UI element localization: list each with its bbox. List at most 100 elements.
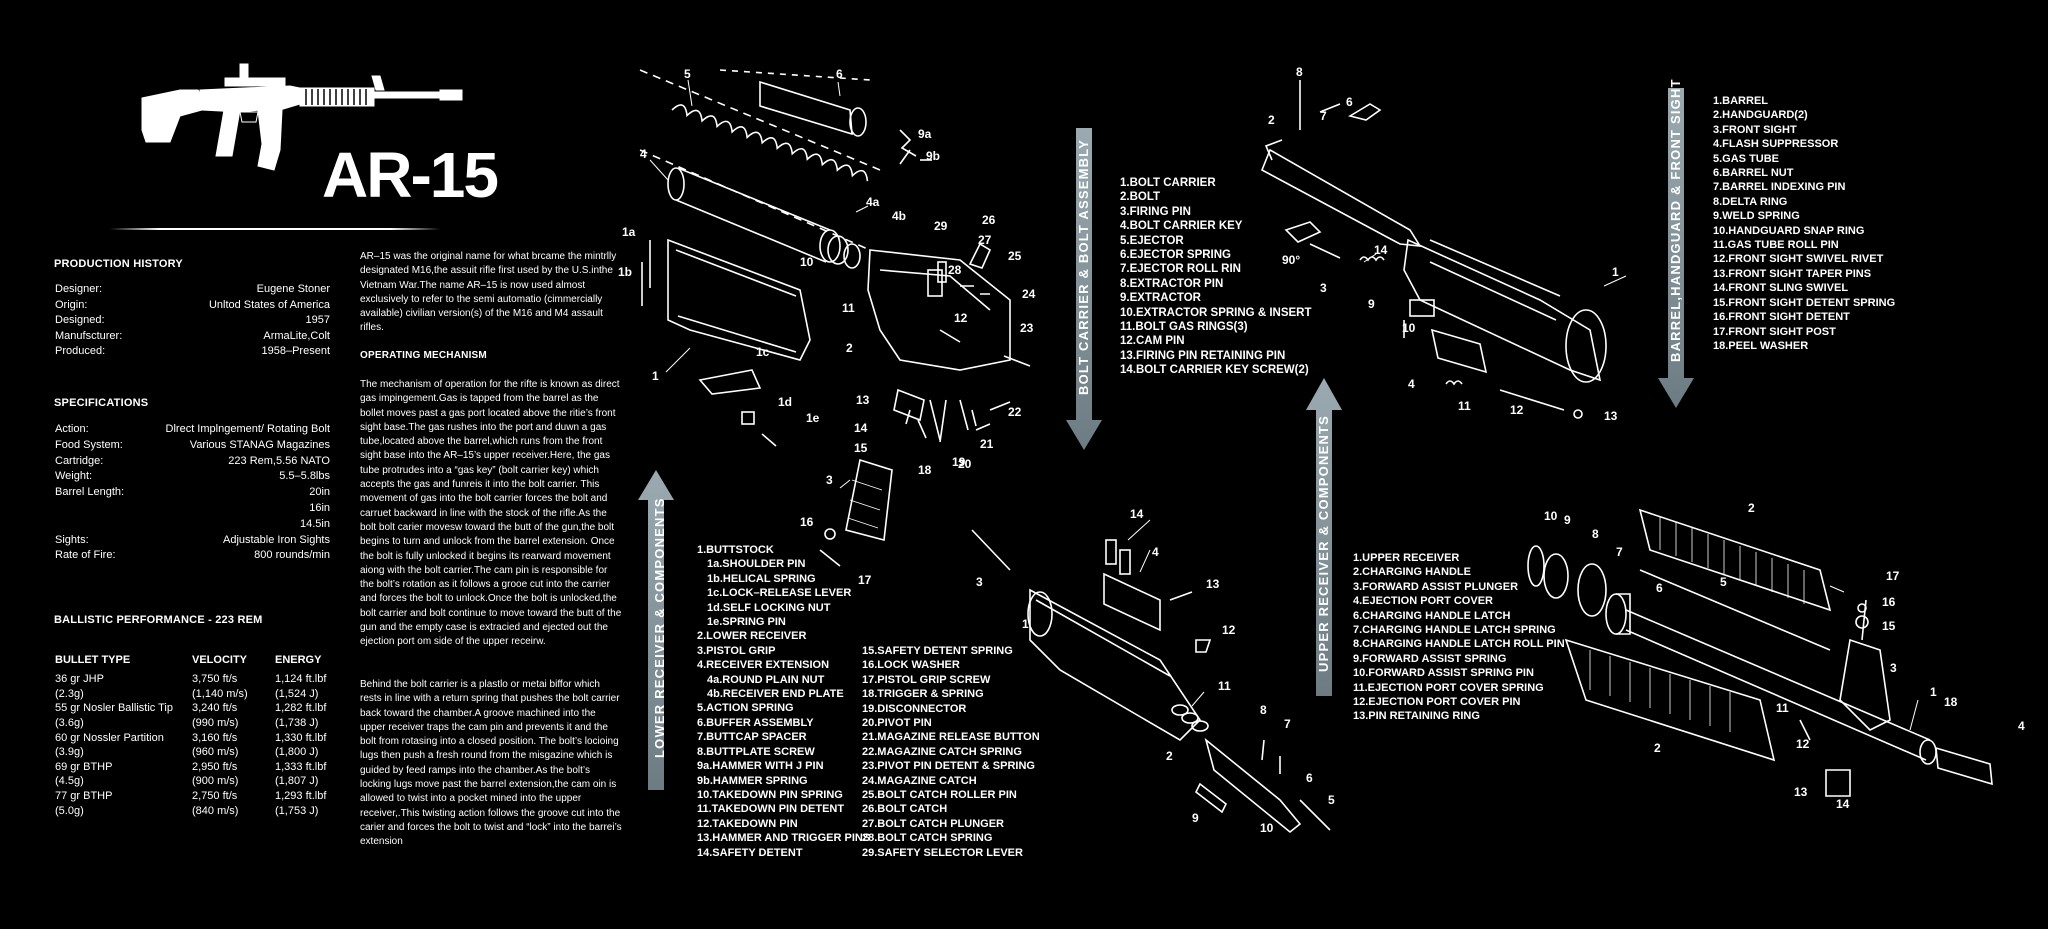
table-cell: 77 gr BTHP — [55, 790, 113, 803]
list-item: 3.FIRING PIN — [1120, 205, 1191, 218]
callout-number: 2 — [1268, 113, 1275, 127]
table-cell: 1,124 ft.lbf — [275, 673, 327, 686]
table-row: (5.0g)(840 m/s)(1,753 J) — [55, 803, 355, 818]
table-row: (3.6g) (990 m/s) (1,738 J) — [55, 716, 355, 731]
table-cell: (4.5g) — [55, 775, 84, 788]
spec-value: 5.5–5.8lbs — [279, 470, 330, 483]
table-cell: 1,293 ft.lbf — [275, 790, 327, 803]
callout-number: 12 — [1222, 623, 1236, 637]
callout-number: 14 — [854, 421, 868, 435]
list-item: 6.BARREL NUT — [1713, 167, 1794, 180]
table-cell: 1,282 ft.lbf — [275, 702, 327, 715]
table-cell: (900 m/s) — [192, 775, 239, 788]
list-item: 1.BUTTSTOCK — [697, 544, 774, 556]
callout-number: 2 — [1654, 741, 1661, 755]
callout-number: 13 — [1604, 409, 1618, 423]
list-item: 11.EJECTION PORT COVER SPRING — [1353, 681, 1544, 694]
list-item: 26.BOLT CATCH — [862, 803, 948, 816]
list-item: 14.SAFETY DETENT — [697, 846, 803, 859]
spec-value: Unltod States of America — [208, 298, 330, 311]
spec-key: Action: — [55, 423, 89, 435]
callout-number: 1 — [652, 369, 659, 383]
list-item: 17.FRONT SIGHT POST — [1713, 325, 1836, 338]
col-velocity: VELOCITY — [192, 654, 248, 666]
table-cell: (1,524 J) — [275, 687, 319, 700]
table-cell: (1,738 J) — [275, 717, 319, 730]
list-item: 4.BOLT CARRIER KEY — [1120, 220, 1243, 233]
callout-number: 3 — [826, 473, 833, 487]
list-item: 28.BOLT CATCH SPRING — [862, 832, 993, 845]
list-item: 9b.HAMMER SPRING — [697, 774, 808, 787]
list-item: 21.MAGAZINE RELEASE BUTTON — [862, 731, 1040, 744]
table-cell: 60 gr Nossler Partition — [55, 731, 164, 744]
list-item: 25.BOLT CATCH ROLLER PIN — [862, 789, 1017, 802]
spec-value: 223 Rem,5.56 NATO — [228, 454, 330, 467]
spec-value: Eugene Stoner — [256, 283, 330, 295]
list-item: 4.EJECTION PORT COVER — [1353, 595, 1493, 608]
callout-number: 14 — [1836, 797, 1850, 811]
col-energy: ENERGY — [275, 654, 322, 666]
callout-number: 14 — [1374, 243, 1388, 257]
spec-key: Rate of Fire: — [55, 549, 116, 562]
list-item: 6.BUFFER ASSEMBLY — [697, 716, 814, 729]
table-cell: (1,807 J) — [275, 775, 319, 788]
callout-number: 11 — [1776, 701, 1789, 715]
callout-number: 1 — [1022, 617, 1029, 631]
callout-number: 17 — [858, 573, 872, 587]
banner-upper-receiver: UPPER RECEIVER & COMPONENTS — [1316, 414, 1331, 672]
list-item: 20.PIVOT PIN — [862, 717, 932, 730]
callout-number: 5 — [1720, 575, 1727, 589]
callout-number: 1 — [1930, 685, 1937, 699]
list-item: 1.UPPER RECEIVER — [1353, 552, 1460, 564]
list-item: 10.FORWARD ASSIST SPRING PIN — [1353, 667, 1534, 680]
list-item: 24.MAGAZINE CATCH — [862, 774, 977, 787]
list-item: 11.TAKEDOWN PIN DETENT — [697, 803, 845, 816]
list-item: 16.LOCK WASHER — [862, 659, 960, 672]
spec-value: Various STANAG Magazines — [189, 438, 330, 451]
callout-number: 3 — [1890, 661, 1897, 675]
list-item: 14.BOLT CARRIER KEY SCREW(2) — [1120, 364, 1309, 377]
list-item: 18.PEEL WASHER — [1713, 339, 1809, 352]
callout-number: 24 — [1022, 287, 1036, 301]
list-item: 13.FRONT SIGHT TAPER PINS — [1713, 267, 1872, 280]
callout-number: 12 — [1510, 403, 1524, 417]
spec-key: Sights: — [55, 533, 89, 546]
intro-paragraph: AR–15 was the original name for what brc… — [360, 251, 617, 334]
table-cell: (1,800 J) — [275, 746, 319, 759]
page-title: AR-15 — [322, 139, 499, 211]
callout-number: 16 — [1882, 595, 1896, 609]
list-item: 19.DISCONNECTOR — [862, 702, 967, 715]
table-cell: 36 gr JHP — [55, 673, 104, 686]
list-item: 11.BOLT GAS RINGS(3) — [1120, 321, 1248, 334]
production-history-heading: PRODUCTION HISTORY — [54, 258, 183, 270]
table-cell: (5.0g) — [55, 804, 84, 817]
callout-number: 18 — [918, 463, 932, 477]
callout-number: 9a — [918, 127, 932, 141]
list-item: 5.EJECTOR — [1120, 234, 1184, 247]
table-row: (2.3g)(1,140 m/s)(1,524 J) — [55, 687, 355, 702]
list-item: 15.FRONT SIGHT DETENT SPRING — [1713, 296, 1896, 309]
table-cell: (3.6g) — [55, 717, 84, 730]
callout-number: 17 — [1886, 569, 1900, 583]
spec-key: Produced: — [55, 345, 106, 357]
callout-number: 9 — [1564, 513, 1571, 527]
list-item: 4.FLASH SUPPRESSOR — [1713, 138, 1839, 151]
upper-receiver-drawing — [1260, 80, 1607, 419]
table-cell: (990 m/s) — [192, 717, 239, 730]
callout-number: 15 — [854, 441, 868, 455]
list-item: 13.HAMMER AND TRIGGER PINS — [697, 832, 871, 845]
list-item: 2.BOLT — [1120, 191, 1161, 204]
callout-number: 4 — [1408, 377, 1415, 391]
list-item: 1b.HELICAL SPRING — [707, 572, 816, 585]
callout-number: 12 — [954, 311, 968, 325]
callout-number: 4 — [640, 147, 647, 161]
list-item: 3.PISTOL GRIP — [697, 644, 776, 657]
behind-paragraph: Behind the bolt carrier is a plastlo or … — [360, 679, 622, 848]
callout-number: 3 — [1320, 281, 1327, 295]
list-item: 10.EXTRACTOR SPRING & INSERT — [1120, 306, 1312, 319]
list-item: 4b.RECEIVER END PLATE — [707, 688, 844, 701]
